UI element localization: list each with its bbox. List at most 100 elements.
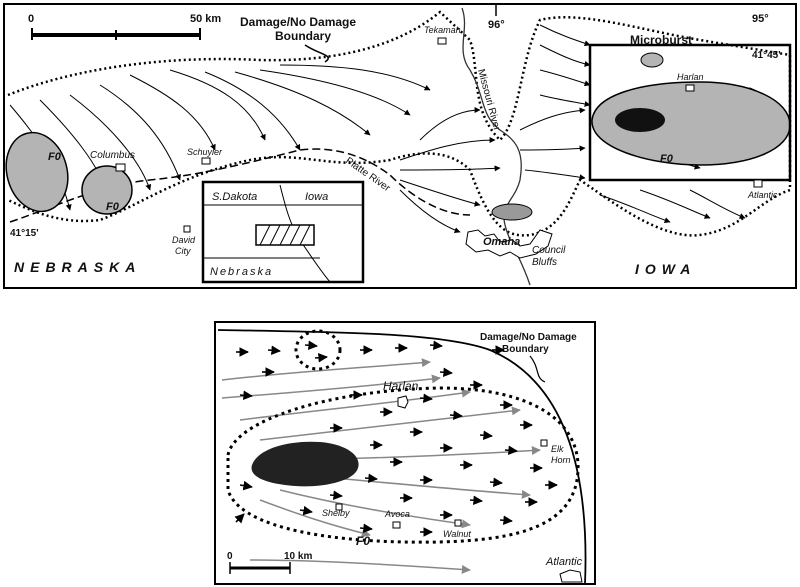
state-iowa: IOWA [635,261,696,277]
small-arrows [234,340,558,537]
town-marker-harlan [685,84,695,92]
wind-arrow [419,107,481,141]
wind-arrow [204,71,301,151]
bottom-towns: Harlan Elk Horn Shelby Avoca Walnut Atla… [322,379,583,583]
bottom-marker-harlan [397,395,409,409]
streak-arrow [279,489,471,529]
wind-arrow [539,44,591,67]
town-schuyler: Schuyler [187,147,223,157]
top-map: 0 50 km Damage/No Damage Boundary Missou… [3,3,797,289]
bottom-marker-atlantic [559,569,583,583]
wind-arrow [169,69,266,141]
wind-arrow [99,84,181,181]
town-harlan: Harlan [677,72,704,82]
small-arrow [469,495,483,506]
town-atlantic: Atlantic [747,190,778,200]
small-arrow [267,345,281,356]
small-arrow [419,393,433,404]
bottom-marker-elk-horn [540,439,548,447]
bottom-boundary-label-line1: Damage/No Damage [480,332,577,343]
bottom-marker-avoca [392,521,401,529]
bottom-f0-outline [226,386,580,544]
wind-arrow [399,137,496,161]
bottom-microburst-outline [294,329,342,371]
lon-96-label: 96° [488,19,505,31]
small-arrow [429,340,443,351]
town-council-line2: Bluffs [532,257,557,268]
town-marker-atlantic [753,179,763,188]
wind-arrow [519,107,586,131]
small-arrow [499,515,513,526]
f0-harlan-label: F0 [660,153,674,165]
detail-box [588,43,792,182]
bottom-damage-core [251,441,359,487]
streak-arrow [259,499,371,538]
wind-arrow [234,71,371,136]
inset-nebraska: Nebraska [210,266,273,278]
wind-arrow [539,24,591,47]
streak-arrow [249,559,471,574]
locator-inset: S.Dakota Iowa Nebraska [201,180,365,284]
wind-arrow [279,64,431,91]
damage-boundary [7,10,792,237]
small-arrow [479,430,493,441]
top-towns: Tekamah Harlan Columbus Schuyler David C… [90,25,778,268]
bottom-marker-walnut [454,519,462,527]
small-arrow [449,410,463,421]
town-marker-schuyler [201,157,211,165]
small-arrow [489,477,503,488]
bottom-town-shelby: Shelby [322,508,350,518]
inset-hatching [259,224,311,246]
small-arrow [439,367,453,378]
bottom-town-avoca: Avoca [384,509,410,519]
wind-arrow [524,169,586,181]
small-arrow [329,490,343,501]
small-arrow [504,445,518,456]
top-scale-bar: 0 50 km [28,13,221,40]
town-marker-columbus [115,163,126,172]
wind-arrow [539,94,591,107]
bottom-f0-label: F0 [356,534,370,548]
town-marker-tekamah [437,37,447,45]
f0-columbus-label: F0 [106,201,120,213]
small-arrow [239,480,253,491]
small-arrow [304,340,318,351]
small-arrow [364,473,378,484]
bottom-map: Damage/No Damage Boundary [214,321,596,585]
wind-arrow [519,145,586,152]
wind-arrow [399,165,501,172]
town-columbus: Columbus [90,150,135,161]
harlan-core [615,108,665,132]
missouri-river-line [461,7,531,286]
bottom-marker-shelby [335,503,343,511]
lat-4115-label: 41°15' [10,228,39,239]
bottom-town-harlan: Harlan [383,379,419,393]
lat-4145-label: 41°45' [752,50,781,61]
town-david-line1: David [172,235,196,245]
bottom-boundary-label-line2: Boundary [502,344,549,355]
wind-arrow [599,194,671,224]
boundary-label-leader [304,44,329,63]
wind-arrow [399,179,481,207]
inset-iowa: Iowa [305,191,328,203]
town-marker-david-city [183,225,191,233]
small-arrow [239,390,253,401]
microburst-area [640,52,664,68]
streak-arrow [221,358,431,381]
top-scale-label: 50 km [190,13,221,25]
wind-arrow [399,189,461,234]
town-david-line2: City [175,246,191,256]
small-arrow [359,523,373,534]
town-council-line1: Council [532,245,566,256]
top-scale-zero: 0 [28,13,34,25]
town-omaha: Omaha [483,236,520,248]
microburst-label: Microburst [630,33,692,47]
boundary-label-line1: Damage/No Damage [240,15,356,29]
bottom-scale-bar: 0 10 km [227,551,312,574]
wind-arrow [259,69,411,116]
f0-area-west [5,131,69,213]
bottom-boundary-leader [529,355,546,383]
omaha-damage-patch [491,203,533,221]
small-arrow [234,513,245,524]
